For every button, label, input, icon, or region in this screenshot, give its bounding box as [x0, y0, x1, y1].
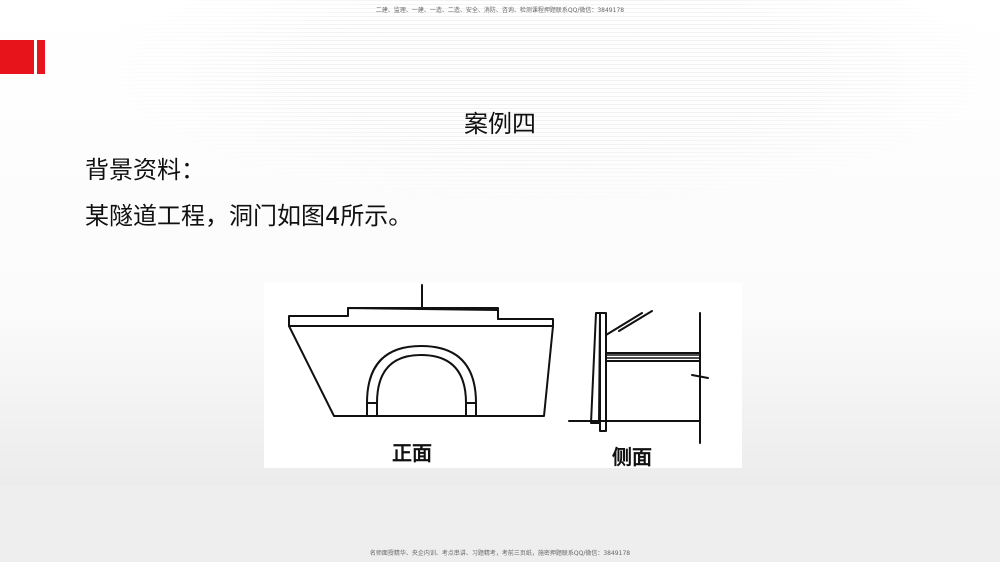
side-view-outline — [590, 312, 601, 424]
floor-reflection — [0, 486, 1000, 562]
front-view-outline — [288, 284, 554, 417]
bottom-watermark: 名师面授精华、央企内训、考点串讲、习题精考，考前三页纸，施密押题联系QQ/微信：… — [369, 550, 631, 557]
case-description: 某隧道工程，洞门如图4所示。 — [85, 202, 413, 230]
front-view-caption: 正面 — [392, 441, 432, 465]
accent-bar — [37, 40, 45, 74]
tunnel-portal-drawing — [288, 284, 709, 444]
background-label: 背景资料： — [85, 156, 205, 184]
tunnel-arch — [366, 345, 477, 417]
side-view-caption: 侧面 — [612, 445, 652, 469]
world-map-pattern — [0, 0, 1000, 230]
accent-block — [0, 40, 34, 74]
tunnel-portal-figure: 正面 侧面 — [264, 283, 742, 469]
top-watermark: 二建、监理、一建、一造、二造、安全、消防、咨询、检测课程押题联系QQ/微信：38… — [375, 7, 625, 14]
slide-title: 案例四 — [464, 110, 536, 138]
